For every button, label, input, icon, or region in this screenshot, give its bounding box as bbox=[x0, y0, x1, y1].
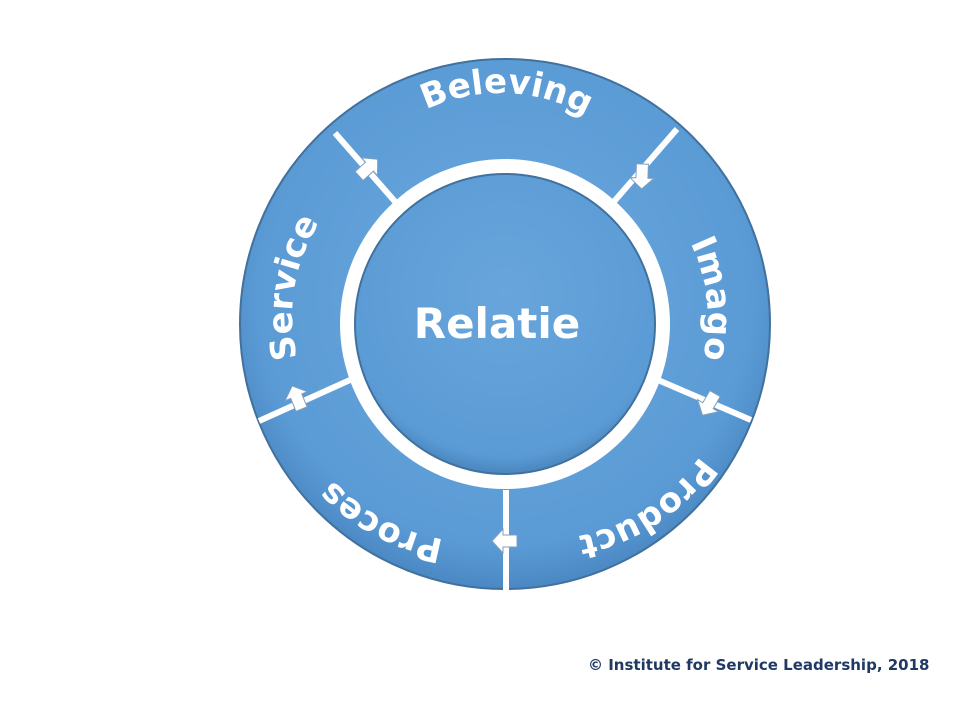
arrow-service-beleving-icon bbox=[354, 157, 379, 182]
cycle-arrows bbox=[284, 157, 721, 555]
copyright-notice: © Institute for Service Leadership, 2018 bbox=[588, 656, 930, 674]
center-label: Relatie bbox=[414, 299, 581, 348]
center-circle bbox=[354, 173, 656, 475]
arrow-product-proces-icon bbox=[491, 527, 518, 555]
arrow-proces-service-icon bbox=[284, 385, 309, 413]
arrow-imago-product-icon bbox=[696, 389, 721, 416]
arrow-beleving-imago-icon bbox=[628, 163, 656, 190]
